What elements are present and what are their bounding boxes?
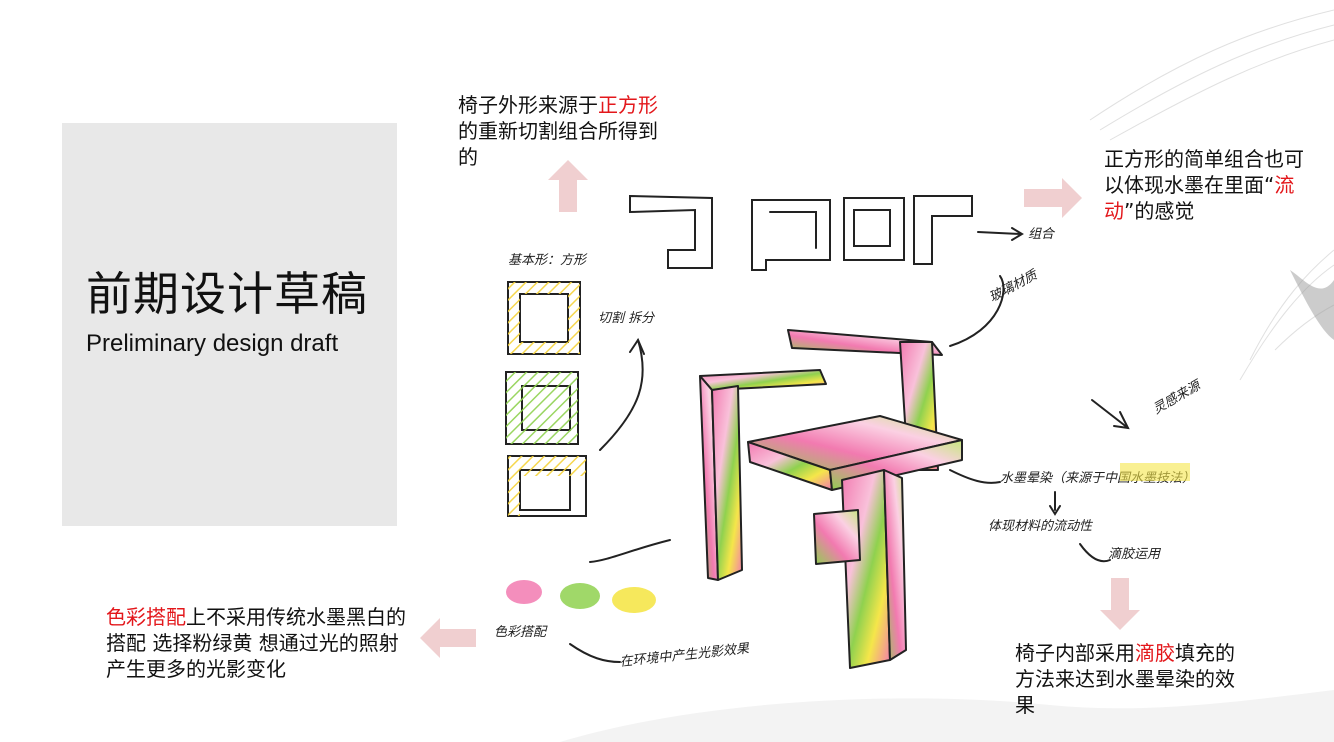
page-title: 前期设计草稿 [86,267,368,321]
note-drip-glue: 椅子内部采用滴胶填充的方法来达到水墨晕染的效果 [1015,641,1235,717]
arrow-right-icon [1024,178,1082,218]
chair-sketch: 基本形：方形 切割 拆分 组合 玻璃材质 灵感来源 水墨晕染（来源于中国水墨技法… [494,194,1205,670]
label-cut-split: 切割 拆分 [598,311,655,326]
title-panel [62,123,397,526]
arrow-up-icon [548,160,588,212]
note-flow-feeling: 正方形的简单组合也可以体现水墨在里面“流动”的感觉 [1104,147,1304,223]
label-combine: 组合 [1028,227,1056,242]
label-light-shadow: 在环境中产生光影效果 [619,641,751,670]
label-basic-shape: 基本形：方形 [508,253,588,268]
arrow-down-icon [1100,578,1140,630]
label-inspiration: 灵感来源 [1151,377,1205,417]
arrow-left-icon [420,618,476,658]
label-glass-panel: 玻璃材质 [987,267,1042,306]
label-color-match: 色彩搭配 [494,625,548,640]
label-drip-glue: 滴胶运用 [1108,546,1162,562]
page-subtitle: Preliminary design draft [86,330,339,357]
label-material-flow: 体现材料的流动性 [988,519,1094,534]
note-shape-origin: 椅子外形来源于正方形的重新切割组合所得到的 [458,93,658,169]
note-color-matching: 色彩搭配上不采用传统水墨黑白的搭配 选择粉绿黄 想通过光的照射 产生更多的光影变… [106,605,406,681]
